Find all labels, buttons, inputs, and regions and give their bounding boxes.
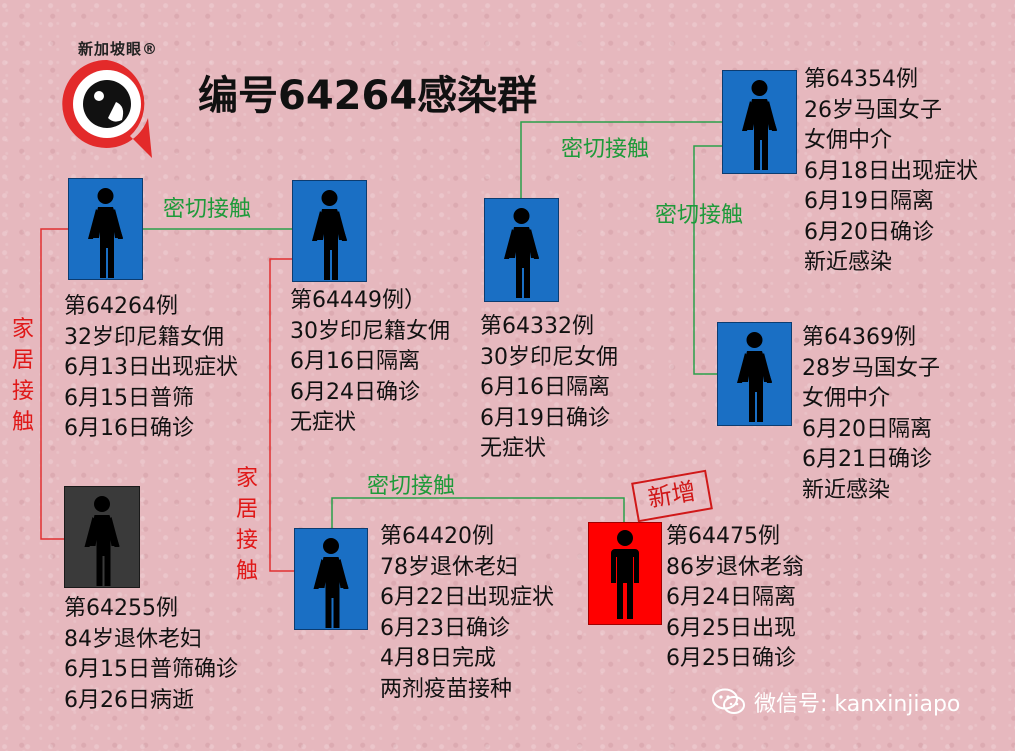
- info-line: 女佣中介: [804, 128, 893, 153]
- info-line: 6月25日确诊: [666, 646, 796, 671]
- case-64354-info: 第64354例 26岁马国女子 女佣中介 6月18日出现症状 6月19日隔离 6…: [804, 65, 978, 279]
- info-line: 6月19日隔离: [804, 189, 934, 214]
- case-64264-info: 第64264例 32岁印尼籍女佣 6月13日出现症状 6月15日普筛 6月16日…: [64, 292, 238, 445]
- line-64264-64255: [40, 228, 68, 540]
- relation-label-close-contact-4: 密切接触: [367, 474, 456, 499]
- info-line: 新近感染: [802, 477, 891, 503]
- info-line: 女佣中介: [802, 386, 891, 411]
- case-64449-figure: [292, 180, 367, 282]
- logo: [52, 38, 162, 168]
- info-line: 30岁印尼女佣: [480, 344, 618, 370]
- page-title: 编号64264感染群: [198, 73, 538, 119]
- info-line: 6月20日隔离: [802, 416, 932, 442]
- info-line: 6月15日普筛确诊: [64, 657, 238, 682]
- info-line: 6月16日隔离: [290, 349, 420, 374]
- info-line: 6月15日普筛: [64, 385, 194, 411]
- info-line: 第64369例: [802, 325, 916, 350]
- info-line: 第64332例: [480, 314, 594, 339]
- wechat-id-text: 微信号: kanxinjiapo: [754, 692, 961, 717]
- info-line: 6月16日确诊: [64, 416, 194, 441]
- case-64264-figure: [68, 178, 143, 280]
- info-line: 30岁印尼籍女佣: [290, 318, 450, 344]
- eye-logo-icon: [62, 59, 153, 158]
- info-line: 6月18日出现症状: [804, 158, 978, 184]
- female-icon: [737, 332, 772, 422]
- info-line: 84岁退休老妇: [64, 626, 202, 652]
- line-64449-64420: [269, 258, 294, 572]
- female-icon: [88, 188, 123, 278]
- female-icon: [313, 538, 349, 628]
- case-64332-figure: [484, 198, 559, 302]
- case-64475-info: 第64475例 86岁退休老翁 6月24日隔离 6月25日出现 6月25日确诊: [666, 522, 804, 675]
- female-icon: [312, 190, 347, 280]
- info-line: 6月24日确诊: [290, 379, 420, 405]
- info-line: 6月16日隔离: [480, 375, 610, 400]
- female-icon: [84, 496, 120, 586]
- info-line: 无症状: [290, 410, 357, 435]
- male-icon: [611, 530, 639, 619]
- info-line: 6月23日确诊: [380, 615, 510, 641]
- info-line: 6月20日确诊: [804, 219, 934, 245]
- case-64420-info: 第64420例 78岁退休老妇 6月22日出现症状 6月23日确诊 4月8日完成…: [380, 522, 554, 705]
- line-64332-64354: [520, 121, 722, 198]
- wechat-watermark: 微信号: kanxinjiapo: [712, 686, 960, 718]
- logo-text: 新加坡眼®: [78, 40, 159, 58]
- case-64255-info: 第64255例 84岁退休老妇 6月15日普筛确诊 6月26日病逝: [64, 594, 238, 716]
- info-line: 6月26日病逝: [64, 687, 194, 713]
- case-64354-figure: [722, 70, 797, 174]
- info-line: 第64264例: [64, 294, 178, 319]
- info-line: 第64420例: [380, 524, 494, 549]
- info-line: 6月25日出现: [666, 615, 796, 641]
- info-line: 86岁退休老翁: [666, 554, 804, 580]
- female-icon: [742, 80, 777, 170]
- info-line: 6月19日确诊: [480, 405, 610, 431]
- info-line: 第64354例: [804, 67, 918, 92]
- wechat-icon: [712, 688, 745, 714]
- info-line: 第64255例: [64, 596, 178, 621]
- info-line: 两剂疫苗接种: [380, 676, 513, 702]
- case-64332-info: 第64332例 30岁印尼女佣 6月16日隔离 6月19日确诊 无症状: [480, 312, 618, 465]
- info-line: 第64475例: [666, 524, 780, 549]
- info-line: 6月24日隔离: [666, 585, 796, 610]
- relation-label-close-contact-2: 密切接触: [561, 137, 650, 162]
- info-line: 第64449例）: [290, 288, 426, 313]
- case-64255-figure: [64, 486, 140, 588]
- case-64420-figure: [294, 528, 368, 630]
- info-line: 无症状: [480, 436, 547, 461]
- relation-label-home-contact-1: 家居接触: [11, 317, 34, 435]
- relation-label-home-contact-2: 家居接触: [235, 466, 258, 584]
- info-line: 26岁马国女子: [804, 97, 942, 123]
- relation-label-close-contact-1: 密切接触: [163, 197, 252, 222]
- info-line: 新近感染: [804, 250, 893, 275]
- female-icon: [504, 208, 539, 298]
- line-64354-64369: [693, 145, 722, 375]
- case-64475-figure: [588, 522, 662, 625]
- relation-label-close-contact-3: 密切接触: [655, 203, 744, 228]
- info-line: 6月13日出现症状: [64, 355, 238, 380]
- info-line: 78岁退休老妇: [380, 554, 518, 580]
- info-line: 32岁印尼籍女佣: [64, 324, 224, 350]
- case-64369-figure: [717, 322, 792, 426]
- info-line: 6月22日出现症状: [380, 585, 554, 610]
- info-line: 6月21日确诊: [802, 447, 932, 472]
- line-64420-64475: [331, 497, 625, 528]
- info-line: 4月8日完成: [380, 646, 496, 671]
- info-line: 28岁马国女子: [802, 355, 940, 381]
- case-64369-info: 第64369例 28岁马国女子 女佣中介 6月20日隔离 6月21日确诊 新近感…: [802, 323, 940, 506]
- case-64449-info: 第64449例） 30岁印尼籍女佣 6月16日隔离 6月24日确诊 无症状: [290, 286, 450, 439]
